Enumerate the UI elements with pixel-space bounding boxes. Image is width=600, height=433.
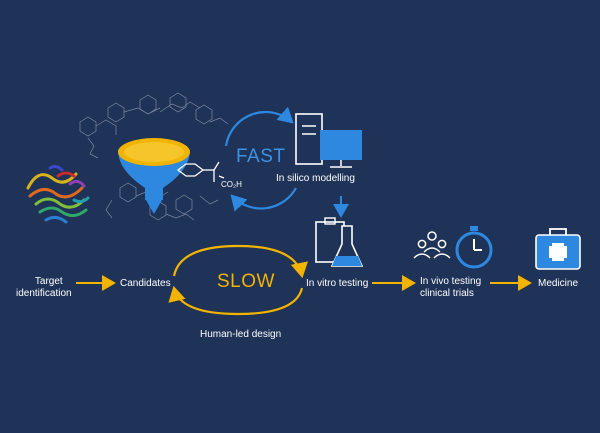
fast-cycle-arrows: [224, 106, 297, 212]
molecule-sketch-icon: [79, 92, 229, 221]
slow-label: SLOW: [217, 271, 275, 292]
lab-flask-icon: [315, 217, 364, 267]
computer-icon: [295, 113, 362, 168]
in-silico-label: In silico modelling: [276, 173, 355, 184]
stopwatch-icon: [455, 226, 493, 269]
people-icon: [413, 231, 451, 259]
in-vivo-label: In vivo testing clinical trials: [420, 276, 482, 299]
protein-structure-icon: [26, 164, 90, 224]
in-vitro-label: In vitro testing: [306, 278, 369, 289]
human-led-design-label: Human-led design: [200, 329, 282, 340]
chemical-structure-icon: [176, 161, 225, 182]
candidates-label: Candidates: [120, 278, 171, 289]
slow-cycle-arrows: [168, 244, 309, 316]
funnel-icon: [118, 138, 190, 214]
fast-label: FAST: [236, 146, 286, 167]
medical-kit-icon: [535, 228, 581, 270]
chem-formula-label: CO₂H: [221, 180, 242, 189]
target-identification-label: Target identification: [16, 276, 72, 299]
medicine-label: Medicine: [538, 278, 579, 289]
